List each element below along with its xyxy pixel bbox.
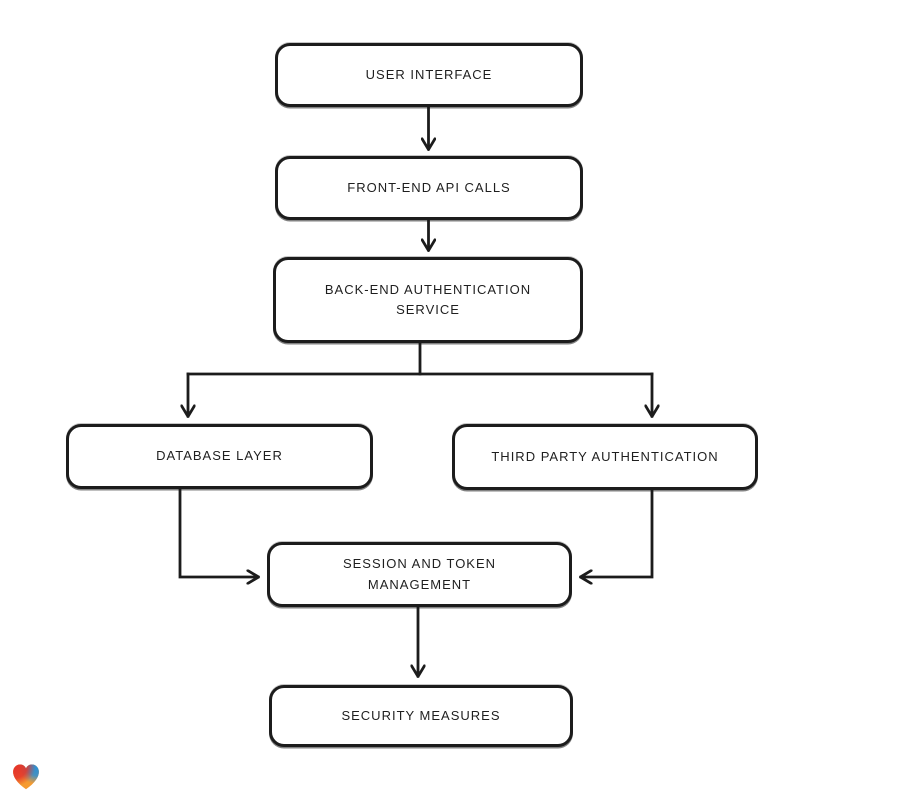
node-user-interface[interactable]: USER INTERFACE	[275, 43, 583, 107]
node-database-layer[interactable]: DATABASE LAYER	[66, 424, 373, 489]
edge-thirdparty-to-session	[581, 488, 654, 577]
node-third-party-authentication[interactable]: THIRD PARTY AUTHENTICATION	[452, 424, 758, 490]
node-front-end-api-calls[interactable]: FRONT-END API CALLS	[275, 156, 583, 220]
node-label: BACK-END AUTHENTICATION SERVICE	[324, 281, 532, 317]
heart-shape	[13, 764, 39, 790]
node-back-end-authentication-service[interactable]: BACK-END AUTHENTICATION SERVICE	[273, 257, 583, 343]
node-label: THIRD PARTY AUTHENTICATION	[491, 448, 719, 464]
node-label: FRONT-END API CALLS	[347, 179, 511, 195]
edge-database-to-session	[178, 487, 258, 577]
node-label: SECURITY MEASURES	[341, 707, 501, 723]
node-label: DATABASE LAYER	[156, 448, 283, 464]
node-session-and-token-management[interactable]: SESSION AND TOKEN MANAGEMENT	[267, 542, 572, 607]
node-label: USER INTERFACE	[365, 66, 493, 82]
node-label: SESSION AND TOKEN MANAGEMENT	[342, 556, 497, 592]
node-security-measures[interactable]: SECURITY MEASURES	[269, 685, 573, 747]
gradient-heart-logo-icon[interactable]	[9, 760, 43, 792]
